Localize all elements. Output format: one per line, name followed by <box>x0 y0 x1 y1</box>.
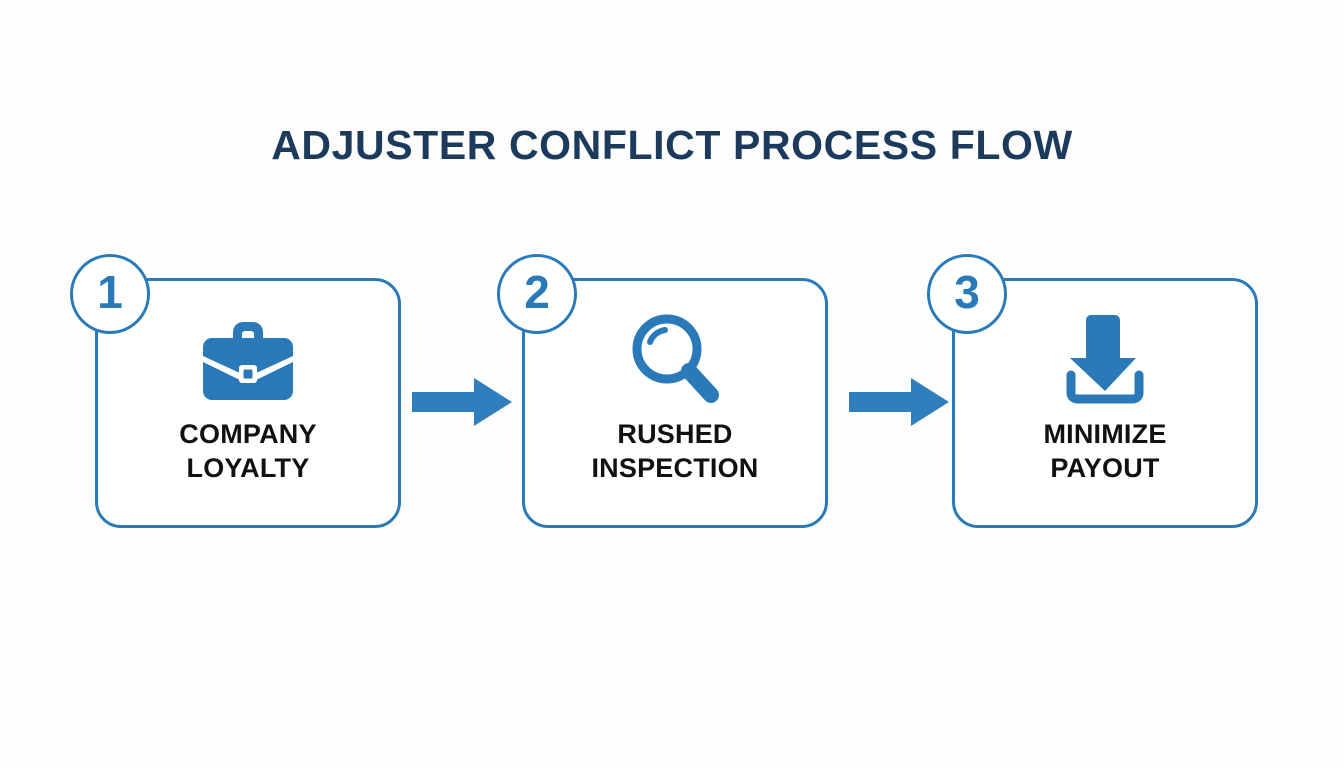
step-content: RUSHED INSPECTION <box>522 278 828 528</box>
step-number-badge: 2 <box>497 254 577 334</box>
step-number-badge: 1 <box>70 254 150 334</box>
step-card <box>522 278 828 528</box>
magnifying-glass-icon <box>623 300 727 418</box>
briefcase-icon <box>195 300 301 418</box>
step-label: MINIMIZE PAYOUT <box>1043 419 1167 483</box>
step-label: COMPANY LOYALTY <box>179 419 317 483</box>
arrow-right-icon <box>849 378 949 426</box>
step-number-badge: 3 <box>927 254 1007 334</box>
process-step-3[interactable]: MINIMIZE PAYOUT 3 <box>927 254 1258 528</box>
step-number: 2 <box>524 266 550 318</box>
step-label: RUSHED INSPECTION <box>591 419 759 483</box>
process-step-2[interactable]: RUSHED INSPECTION 2 <box>497 254 828 528</box>
page-title: ADJUSTER CONFLICT PROCESS FLOW <box>271 122 1073 168</box>
step-number: 3 <box>954 266 980 318</box>
step-content: COMPANY LOYALTY <box>95 278 401 528</box>
process-flow: COMPANY LOYALTY 1 <box>0 254 1344 528</box>
step-content: MINIMIZE PAYOUT <box>952 278 1258 528</box>
step-number: 1 <box>97 266 123 318</box>
arrow-right-icon <box>412 378 512 426</box>
step-card <box>95 278 401 528</box>
download-arrow-icon <box>1057 300 1153 418</box>
process-step-1[interactable]: COMPANY LOYALTY 1 <box>70 254 401 528</box>
